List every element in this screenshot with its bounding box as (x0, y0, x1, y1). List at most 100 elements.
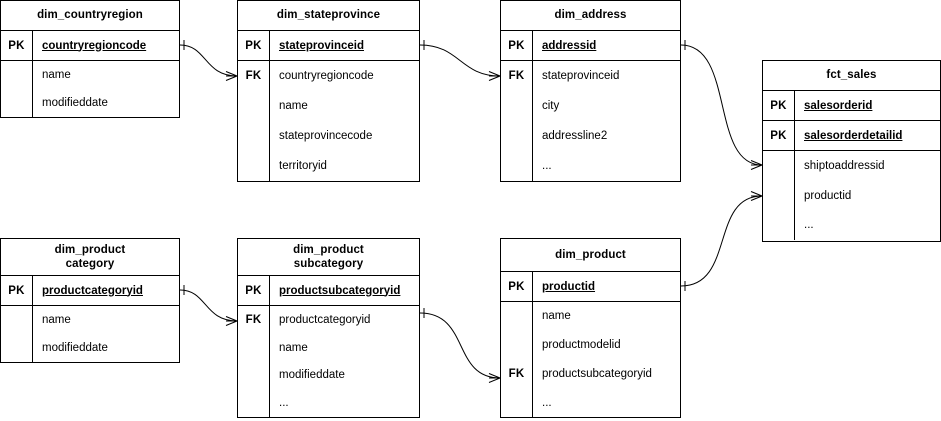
attribute-row-modifieddate[interactable]: modifieddate (42, 342, 108, 354)
key-marker-none (238, 389, 269, 417)
attribute-row-salesorderdetailid[interactable]: PK salesorderdetailid (763, 121, 940, 151)
relationship-rel-product-fctsales[interactable] (680, 191, 763, 292)
cardinality-many-prong (750, 160, 763, 166)
relationship-rel-address-fctsales[interactable] (680, 40, 763, 170)
attribute-row-modifieddate[interactable]: modifieddate (42, 97, 108, 109)
cardinality-many-prong (750, 164, 763, 170)
key-marker-fk: FK (508, 367, 525, 380)
entity-title-line: dim_stateprovince (276, 9, 381, 22)
relationship-line (179, 44, 238, 77)
key-marker-none (1, 306, 32, 334)
key-column: FK (501, 302, 533, 417)
attribute-row-name[interactable]: name (42, 69, 71, 81)
attribute-row-countryregioncode[interactable]: countryregioncode (279, 70, 374, 82)
attribute-row-name[interactable]: name (542, 310, 571, 323)
entity-title-line: dim_product (54, 243, 126, 256)
key-marker-none (501, 388, 532, 417)
cardinality-many-prong (225, 320, 238, 326)
relationship-rel-stateprovince-address[interactable] (419, 40, 501, 81)
key-marker-none (763, 210, 794, 240)
entity-title-line: subcategory (293, 258, 364, 270)
attribute-row-name[interactable]: name (279, 341, 308, 354)
attribute-name: stateprovinceid (279, 39, 364, 52)
relationship-rel-countryregion-stateprovince[interactable] (179, 40, 238, 81)
attribute-row-productmodelid[interactable]: productmodelid (542, 339, 621, 352)
key-column: FK (501, 61, 533, 181)
key-marker-pk: PK (763, 121, 795, 150)
attribute-name: salesorderdetailid (804, 129, 903, 142)
key-marker-none (501, 331, 532, 360)
key-column (1, 306, 33, 362)
attribute-name-column: productcategoryid name modifieddate... (270, 306, 419, 417)
attribute-row-stateprovinceid[interactable]: PK stateprovinceid (238, 31, 419, 61)
cardinality-many-prong (488, 373, 501, 379)
attribute-row-ellipsisellipsisellipsis[interactable]: ... (279, 397, 289, 410)
entity-title-dim_product: dim_product (501, 239, 680, 272)
attribute-row-ellipsisellipsisellipsis[interactable]: ... (542, 160, 552, 172)
attribute-name-column: shiptoaddressid productid... (795, 151, 940, 240)
attribute-row-productsubcategoryid[interactable]: productsubcategoryid (542, 367, 652, 380)
attribute-row-stateprovinceid[interactable]: stateprovinceid (542, 70, 620, 82)
relationship-rel-productcategory-subcategory[interactable] (179, 285, 238, 326)
entity-title-line: dim_product (555, 248, 626, 261)
key-marker-fk: FK (245, 313, 262, 326)
key-marker-none (763, 151, 794, 181)
cardinality-many-prong (750, 191, 763, 197)
attribute-name: productid (542, 280, 596, 293)
attribute-row-productcategoryid[interactable]: productcategoryid (279, 313, 371, 326)
cardinality-many-prong (225, 75, 238, 81)
attribute-row-salesorderid[interactable]: PK salesorderid (763, 91, 940, 121)
entity-title-line: category (65, 258, 115, 270)
attribute-block-fct_sales: shiptoaddressid productid... (763, 151, 940, 240)
entity-title-dim_stateprovince: dim_stateprovince (238, 1, 419, 31)
attribute-name: salesorderid (804, 99, 873, 112)
attribute-name: productcategoryid (42, 284, 143, 297)
key-marker-none (238, 91, 269, 121)
cardinality-many-prong (225, 316, 238, 322)
key-marker-pk: PK (238, 31, 270, 60)
attribute-row-ellipsisellipsisellipsis[interactable]: ... (542, 396, 552, 409)
cardinality-many-prong (488, 377, 501, 383)
attribute-block-dim_address: FK stateprovinceid city addressline2... (501, 61, 680, 181)
attribute-row-productid[interactable]: productid (804, 189, 852, 202)
attribute-row-modifieddate[interactable]: modifieddate (279, 369, 345, 382)
attribute-row-city[interactable]: city (542, 100, 560, 112)
entity-title-dim_countryregion: dim_countryregion (1, 1, 179, 31)
attribute-row-name[interactable]: name (42, 314, 71, 326)
attribute-row-territoryid[interactable]: territoryid (279, 160, 327, 172)
cardinality-many-prong (488, 71, 501, 77)
relationship-rel-subcategory-product[interactable] (419, 308, 501, 383)
attribute-row-stateprovincecode[interactable]: stateprovincecode (279, 130, 373, 142)
attribute-name: countryregioncode (42, 39, 147, 52)
key-marker-pk: PK (763, 91, 795, 120)
cardinality-many-prong (225, 71, 238, 77)
key-marker-none (1, 334, 32, 362)
cardinality-many-prong (750, 195, 763, 201)
key-marker-none (763, 181, 794, 211)
attribute-row-name[interactable]: name (279, 100, 308, 112)
key-column (763, 151, 795, 240)
entity-title-dim_address: dim_address (501, 1, 680, 31)
entity-title-line: fct_sales (826, 69, 877, 82)
attribute-row-ellipsisellipsisellipsis[interactable]: ... (804, 219, 814, 232)
key-marker-none (501, 151, 532, 181)
attribute-row-addressline2[interactable]: addressline2 (542, 130, 608, 142)
relationship-line (419, 44, 501, 77)
key-column (1, 61, 33, 117)
attribute-row-shiptoaddressid[interactable]: shiptoaddressid (804, 159, 885, 172)
attribute-block-dim_product: FK name productmodelid productsubcategoryid… (501, 302, 680, 417)
key-marker-none (1, 89, 32, 117)
